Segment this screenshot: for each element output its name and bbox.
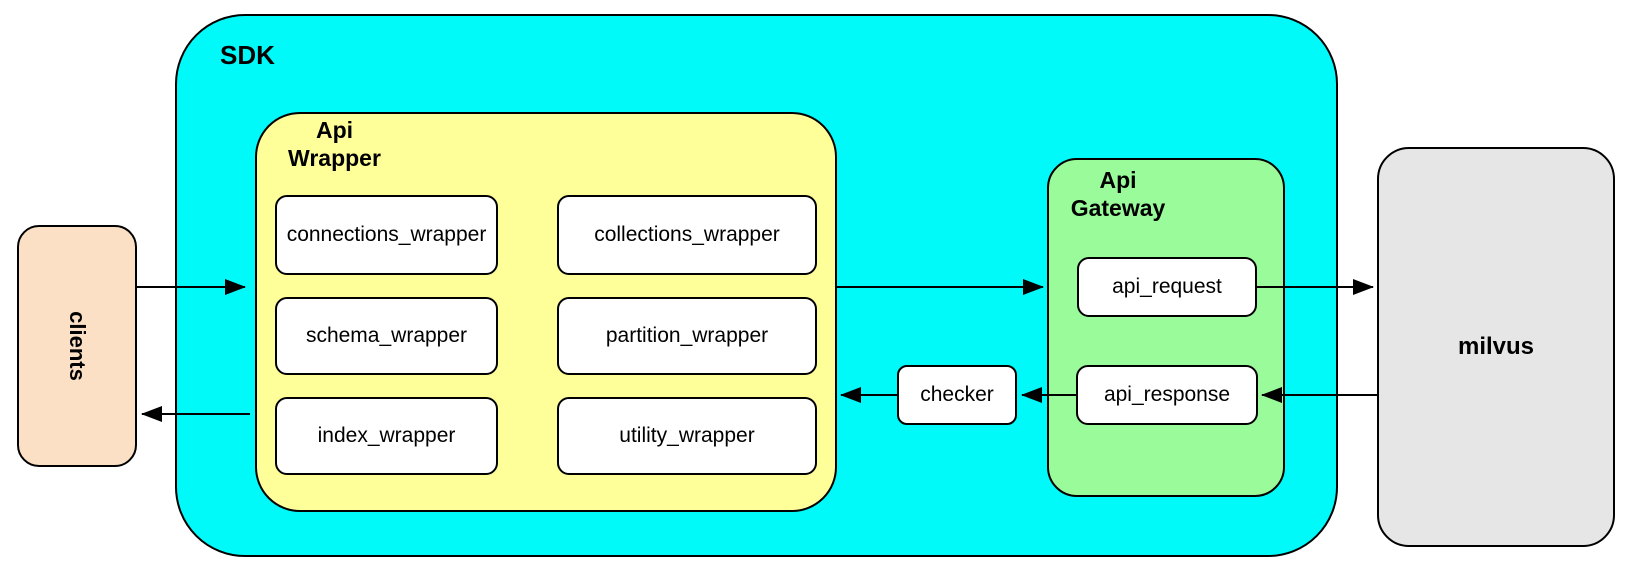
api-wrapper-label-line2: Wrapper bbox=[288, 145, 381, 171]
checker-label: checker bbox=[920, 383, 994, 406]
api-gateway-container bbox=[1047, 158, 1285, 497]
api-wrapper-label: Api Wrapper bbox=[272, 116, 397, 172]
api-response-label: api_response bbox=[1103, 383, 1231, 406]
collections-wrapper-node: collections_wrapper bbox=[557, 195, 817, 275]
api-wrapper-label-line1: Api bbox=[315, 117, 354, 143]
clients-label: clients bbox=[64, 311, 90, 381]
api-response-node: api_response bbox=[1076, 365, 1258, 425]
schema-wrapper-node: schema_wrapper bbox=[275, 297, 498, 375]
partition-wrapper-node: partition_wrapper bbox=[557, 297, 817, 375]
api-gateway-label-line2: Gateway bbox=[1070, 195, 1166, 221]
index-wrapper-node: index_wrapper bbox=[275, 397, 498, 475]
clients-node: clients bbox=[17, 225, 137, 467]
sdk-label: SDK bbox=[220, 40, 275, 70]
index-wrapper-label: index_wrapper bbox=[317, 424, 456, 447]
checker-node: checker bbox=[897, 365, 1017, 425]
partition-wrapper-label: partition_wrapper bbox=[605, 324, 769, 347]
connections-wrapper-label: connections_wrapper bbox=[286, 223, 487, 246]
api-request-node: api_request bbox=[1077, 257, 1257, 317]
connections-wrapper-node: connections_wrapper bbox=[275, 195, 498, 275]
milvus-label: milvus bbox=[1457, 333, 1535, 360]
api-gateway-label-line1: Api bbox=[1099, 167, 1137, 193]
collections-wrapper-label: collections_wrapper bbox=[594, 223, 780, 246]
utility-wrapper-node: utility_wrapper bbox=[557, 397, 817, 475]
milvus-node: milvus bbox=[1377, 147, 1615, 547]
api-gateway-label: Api Gateway bbox=[1057, 166, 1179, 222]
schema-wrapper-label: schema_wrapper bbox=[305, 324, 468, 347]
api-request-label: api_request bbox=[1112, 275, 1222, 298]
utility-wrapper-label: utility_wrapper bbox=[619, 424, 755, 447]
